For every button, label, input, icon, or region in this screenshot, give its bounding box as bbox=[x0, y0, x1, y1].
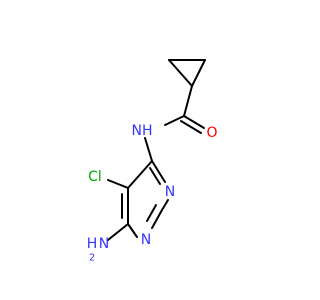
atom-nh2-h-subscript: 2 bbox=[89, 253, 95, 264]
structure-diagram: NH O Cl N N H 2 N bbox=[87, 59, 218, 264]
bond-cp-right-bottom bbox=[191, 59, 206, 87]
atom-n-ring-upper: N bbox=[165, 184, 175, 200]
bond-c2-n1 bbox=[151, 209, 163, 229]
atom-nh2-n: N bbox=[99, 236, 109, 252]
bond-c4-n3 bbox=[151, 160, 166, 183]
bond-carbonyl-to-nh bbox=[164, 115, 185, 126]
bond-carbonyl-double-2 bbox=[180, 120, 202, 134]
bond-c5-to-cl bbox=[107, 179, 129, 189]
bond-c4-n3-inner bbox=[149, 167, 161, 185]
bond-carbonyl-double-1 bbox=[183, 115, 205, 129]
atom-labels: NH O Cl N N H 2 N bbox=[87, 123, 218, 264]
bond-n3-c2 bbox=[161, 199, 169, 211]
bond-cp-to-carbonyl bbox=[183, 85, 193, 117]
bond-c6-to-nh2 bbox=[107, 223, 129, 241]
bond-c4-c5 bbox=[127, 160, 153, 189]
bond-n1-c6 bbox=[127, 223, 138, 238]
bond-c2-n1-inner bbox=[146, 204, 157, 222]
atom-nh2-h: H bbox=[87, 236, 98, 252]
atom-n-ring-lower: N bbox=[141, 232, 151, 248]
atom-cl: Cl bbox=[88, 169, 102, 185]
atom-nh-amide: NH bbox=[132, 123, 153, 139]
molecule-canvas: NH O Cl N N H 2 N bbox=[87, 59, 218, 264]
bonds bbox=[107, 59, 206, 241]
bond-cp-left-top bbox=[168, 59, 193, 87]
bond-nh-to-ring bbox=[144, 137, 153, 162]
atom-o-carbonyl: O bbox=[206, 125, 217, 141]
